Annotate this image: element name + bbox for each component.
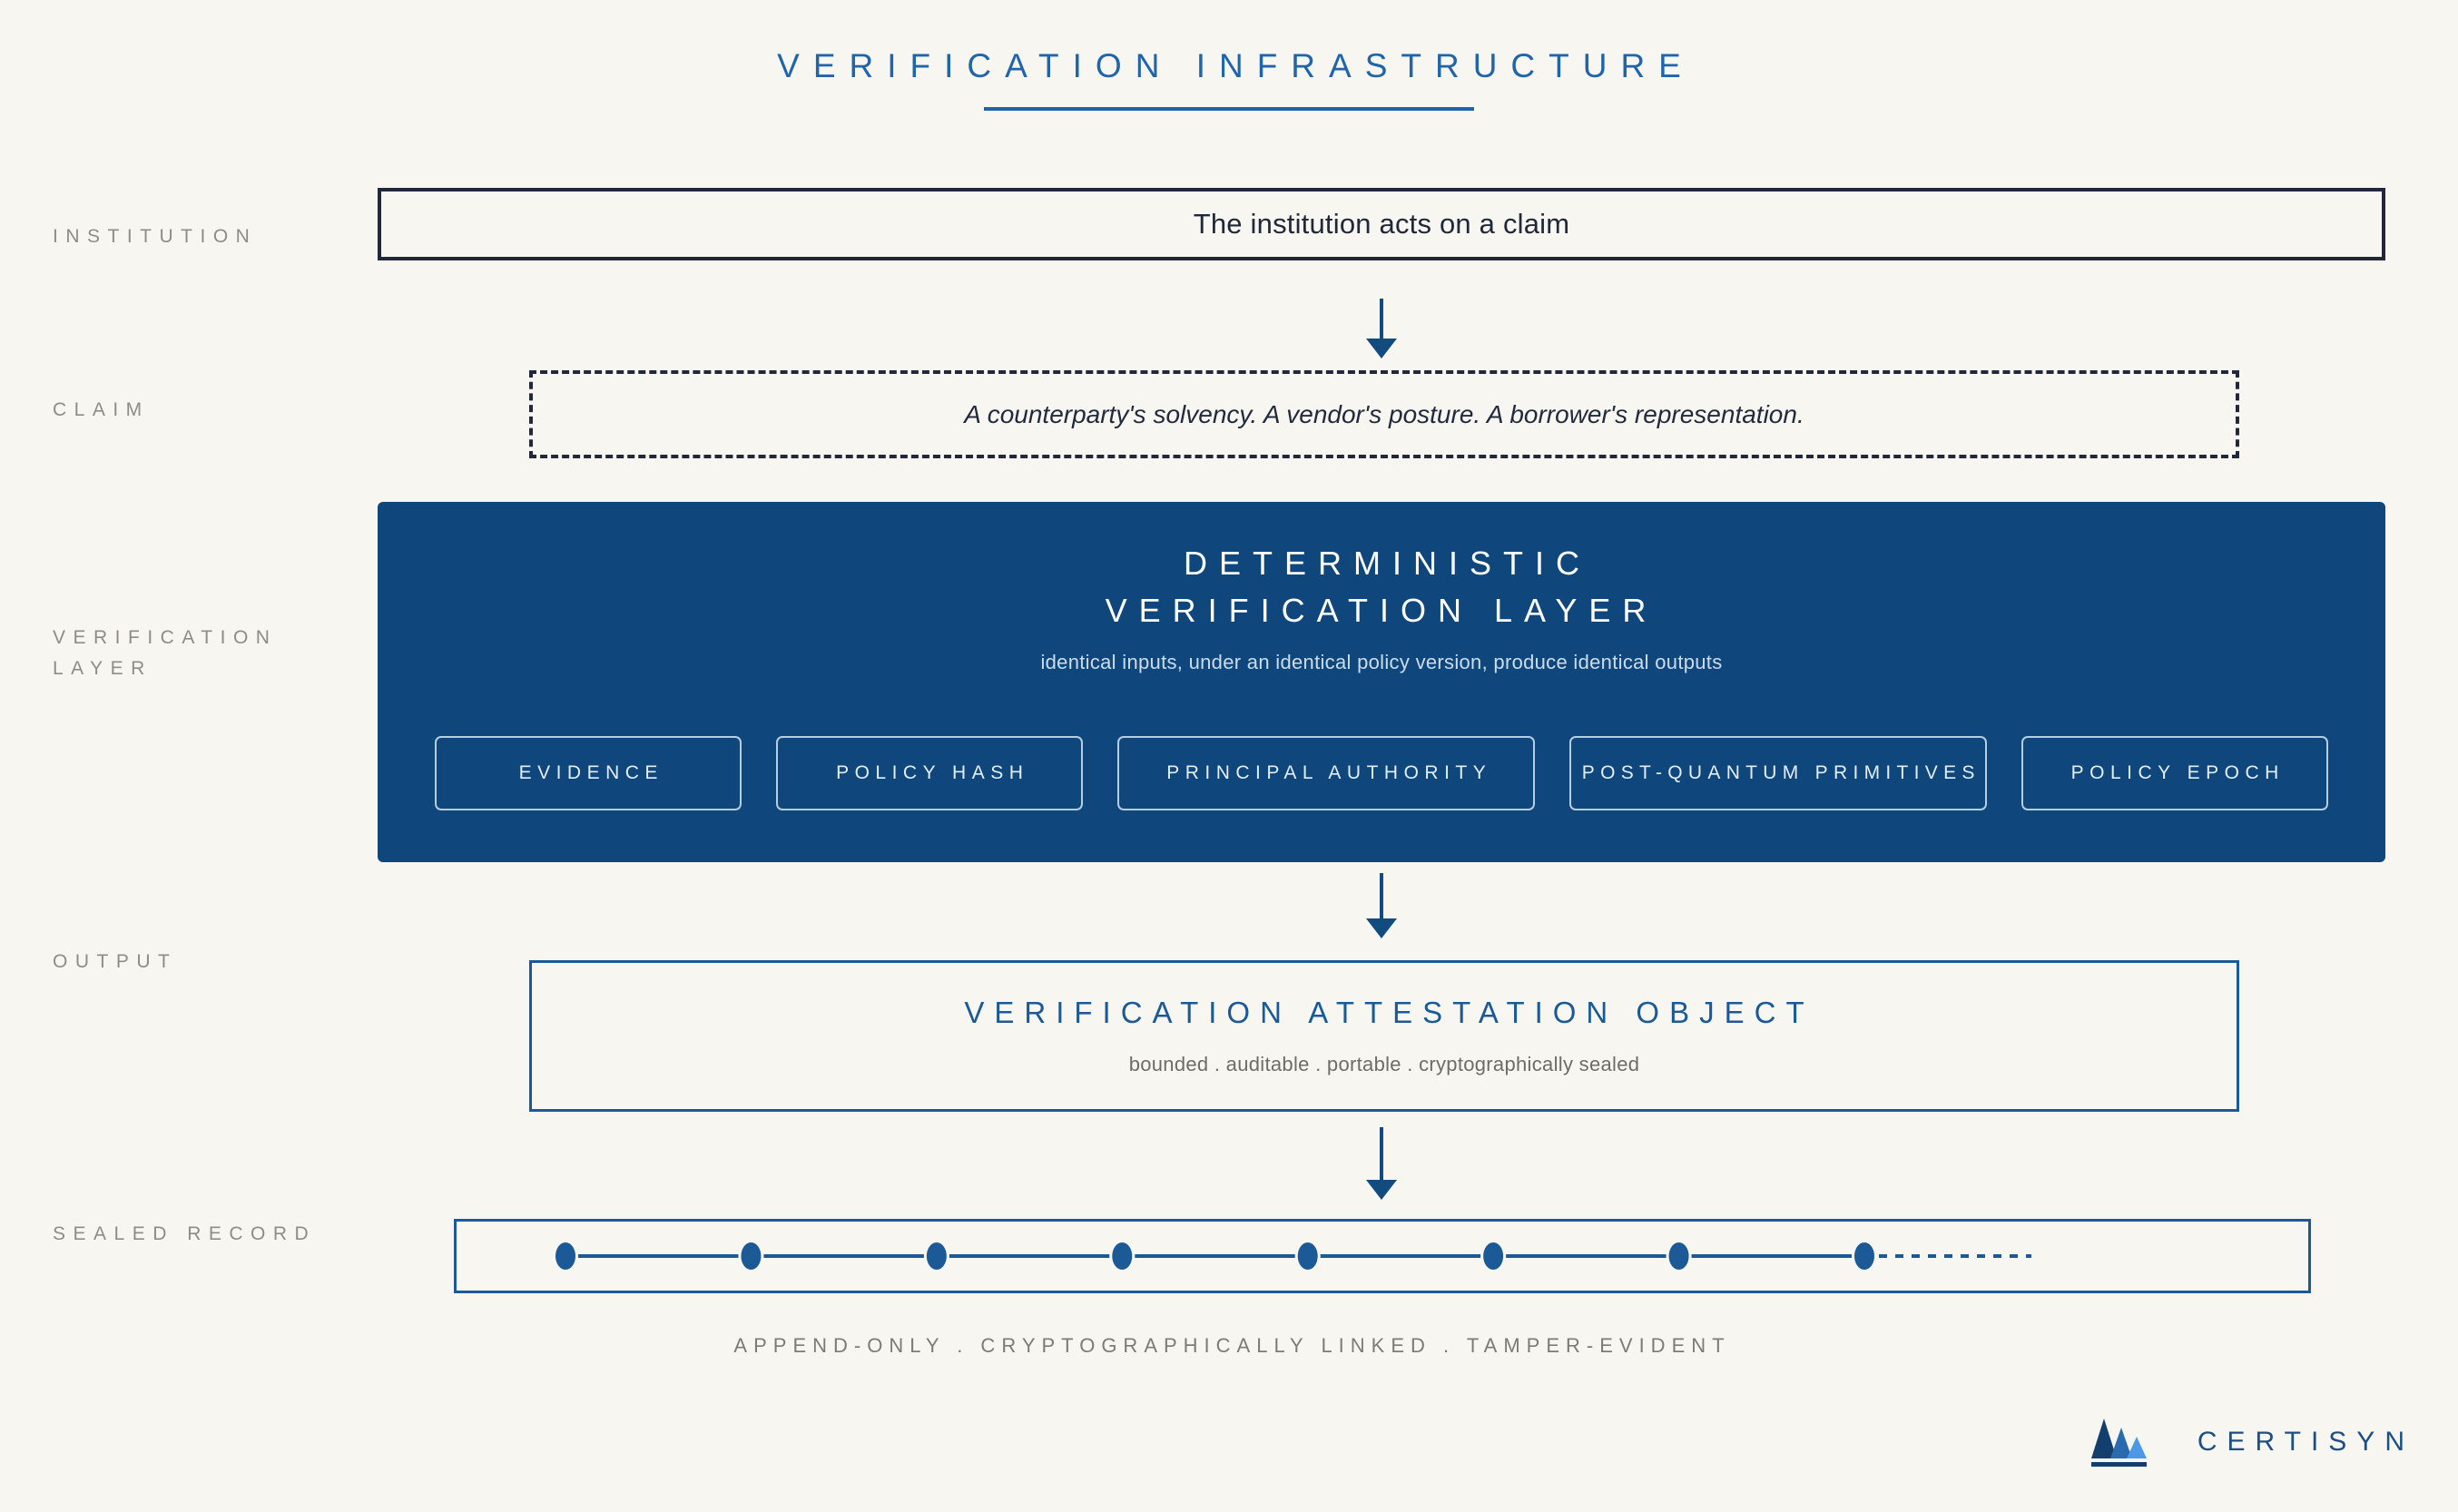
arrow-shaft (1380, 873, 1383, 918)
row-label-institution: INSTITUTION (53, 226, 258, 247)
pill-policy-epoch-label: POLICY EPOCH (2070, 762, 2285, 783)
pill-policy-epoch[interactable]: POLICY EPOCH (2021, 736, 2328, 810)
arrow-shaft (1380, 1127, 1383, 1180)
page-header: VERIFICATION INFRASTRUCTURE (0, 47, 2458, 111)
output-title: VERIFICATION ATTESTATION OBJECT (964, 996, 1814, 1029)
pill-evidence[interactable]: EVIDENCE (435, 736, 742, 810)
verification-layer-subtitle: identical inputs, under an identical pol… (1040, 651, 1723, 673)
title-underline-rule (984, 107, 1474, 111)
pill-principal-authority-label: PRINCIPAL AUTHORITY (1166, 762, 1492, 783)
institution-box: The institution acts on a claim (378, 188, 2385, 260)
verification-component-list: EVIDENCE POLICY HASH PRINCIPAL AUTHORITY… (378, 736, 2385, 810)
page-title: VERIFICATION INFRASTRUCTURE (777, 47, 1695, 84)
pill-principal-authority[interactable]: PRINCIPAL AUTHORITY (1117, 736, 1535, 810)
output-box: VERIFICATION ATTESTATION OBJECT bounded … (529, 960, 2239, 1112)
pill-post-quantum-primitives-label: POST-QUANTUM PRIMITIVES (1581, 762, 1981, 783)
chain-node[interactable] (741, 1242, 762, 1270)
brand-name: CERTISYN (2197, 1427, 2414, 1457)
chain-node[interactable] (1297, 1242, 1318, 1270)
arrow-head (1366, 339, 1397, 358)
sealed-record-caption: APPEND-ONLY . CRYPTOGRAPHICALLY LINKED .… (733, 1334, 1731, 1357)
arrow-down-icon-output-to-sealed-record (1366, 1127, 1397, 1200)
chain-node[interactable] (1854, 1242, 1874, 1270)
brand-lockup: CERTISYN (2089, 1411, 2414, 1473)
verification-layer-panel: DETERMINISTIC VERIFICATION LAYER identic… (378, 502, 2385, 862)
arrow-down-icon-verification-to-output (1366, 873, 1397, 938)
chain-node[interactable] (1668, 1242, 1689, 1270)
arrow-head (1366, 1180, 1397, 1200)
claim-text: A counterparty's solvency. A vendor's po… (964, 399, 1804, 428)
arrow-head (1366, 918, 1397, 938)
chain-node[interactable] (1112, 1242, 1133, 1270)
pill-policy-hash-label: POLICY HASH (836, 762, 1029, 783)
output-subtitle: bounded . auditable . portable . cryptog… (1128, 1053, 1640, 1075)
row-label-sealed-record: SEALED RECORD (53, 1223, 317, 1244)
chain-node[interactable] (556, 1242, 575, 1270)
row-label-verification-layer: VERIFICATION LAYER (53, 627, 278, 679)
sealed-record-chain (556, 1242, 2031, 1270)
institution-text: The institution acts on a claim (1193, 208, 1570, 240)
arrow-down-icon-institution-to-claim (1366, 299, 1397, 358)
pill-evidence-label: EVIDENCE (518, 762, 664, 783)
claim-box: A counterparty's solvency. A vendor's po… (529, 370, 2239, 458)
verification-layer-title: DETERMINISTIC VERIFICATION LAYER (1105, 545, 1658, 629)
certisyn-logo-icon (2090, 1419, 2147, 1467)
pill-policy-hash[interactable]: POLICY HASH (776, 736, 1083, 810)
row-label-output: OUTPUT (53, 951, 178, 972)
chain-node[interactable] (926, 1242, 947, 1270)
arrow-shaft (1380, 299, 1383, 339)
chain-node[interactable] (1483, 1242, 1504, 1270)
row-label-claim: CLAIM (53, 399, 150, 420)
pill-post-quantum-primitives[interactable]: POST-QUANTUM PRIMITIVES (1569, 736, 1987, 810)
